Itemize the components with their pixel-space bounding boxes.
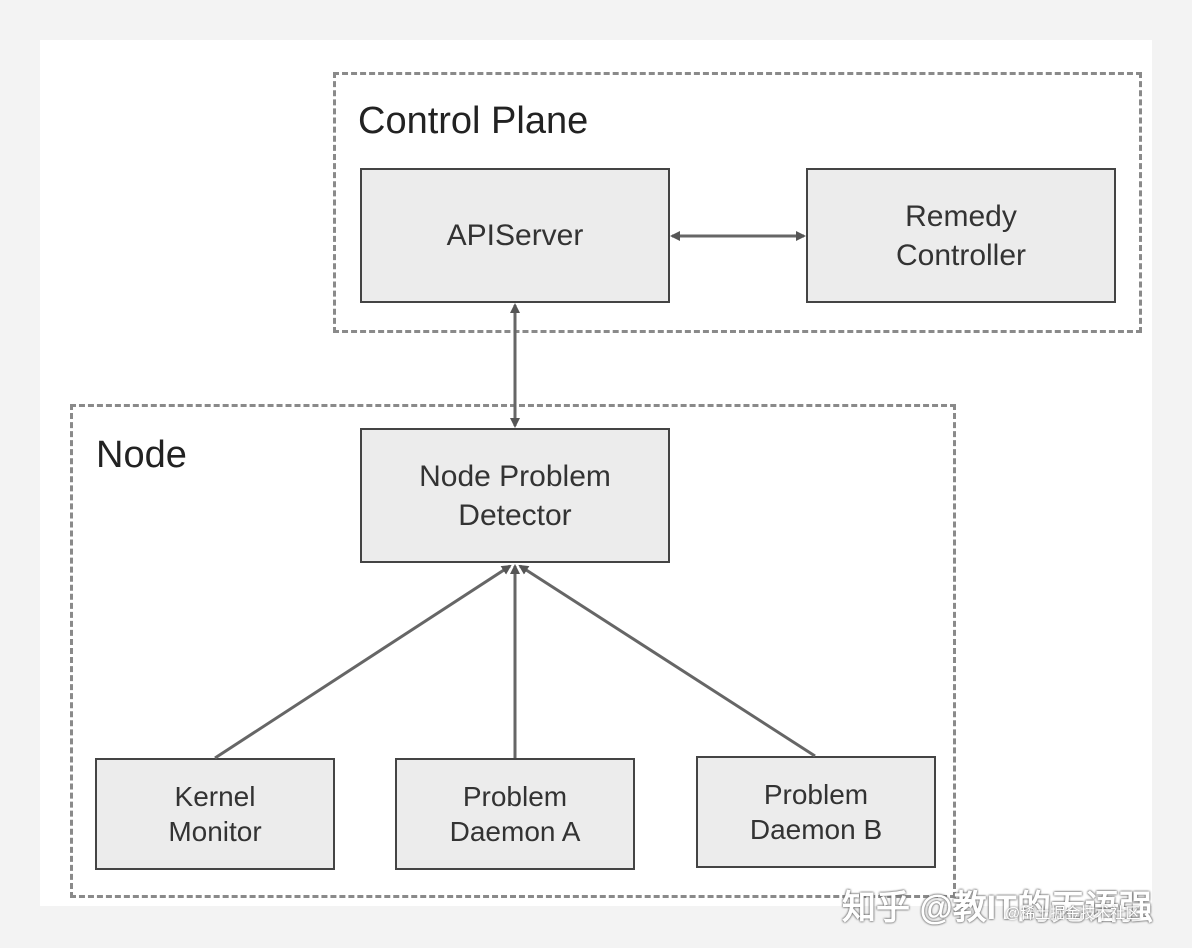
problem-daemon-a-label-line2: Daemon A: [449, 816, 581, 847]
apiserver-box: APIServer: [360, 168, 670, 303]
remedy-controller-label-line2: Controller: [895, 238, 1027, 272]
kernel-monitor-label-line2: Monitor: [168, 816, 262, 847]
node-problem-detector-label-line1: Node Problem: [419, 459, 611, 493]
control-plane-label: Control Plane: [358, 100, 589, 142]
problem-daemon-a-label-line1: Problem: [462, 781, 568, 812]
problem-daemon-b-label-line1: Problem: [763, 779, 869, 810]
problem-daemon-b-label-line2: Daemon B: [749, 814, 883, 845]
node-problem-detector-box: Node Problem Detector: [360, 428, 670, 563]
kernel-monitor-label-line1: Kernel: [174, 781, 256, 812]
remedy-controller-label-line1: Remedy: [905, 199, 1017, 233]
kernel-monitor-box: Kernel Monitor: [95, 758, 335, 870]
problem-daemon-a-box: Problem Daemon A: [395, 758, 635, 870]
node-problem-detector-label-line2: Detector: [458, 498, 572, 532]
problem-daemon-b-box: Problem Daemon B: [696, 756, 936, 868]
watermark-main: 知乎 @教IT的无语强: [842, 889, 1153, 927]
watermark-sub: @稀土掘金技术社区: [1005, 905, 1141, 922]
remedy-controller-box: Remedy Controller: [806, 168, 1116, 303]
control-plane-group: [333, 72, 1142, 333]
node-label: Node: [96, 434, 187, 476]
apiserver-label: APIServer: [446, 219, 584, 252]
